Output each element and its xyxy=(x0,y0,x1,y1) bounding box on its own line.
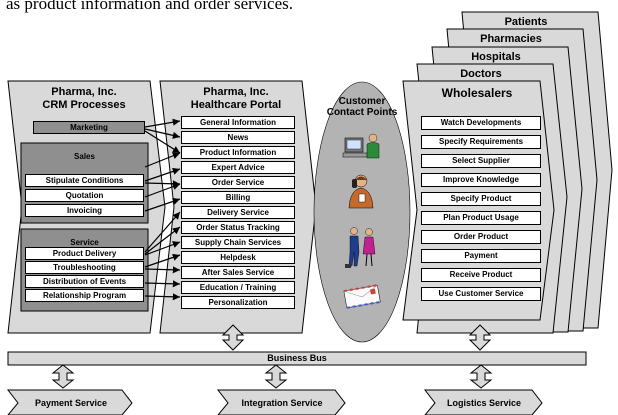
portal-item-education-training: Education / Training xyxy=(181,281,295,294)
wholesaler-item-receive-product: Receive Product xyxy=(421,268,541,282)
computer-user-icon xyxy=(342,133,380,159)
sales-item-stipulate-conditions: Stipulate Conditions xyxy=(25,174,144,187)
portal-item-order-service: Order Service xyxy=(181,176,295,189)
connector-arrows xyxy=(144,118,181,301)
portal-item-delivery-service: Delivery Service xyxy=(181,206,295,219)
logistics-service-shape xyxy=(423,389,543,415)
service-label: Service xyxy=(70,238,99,247)
service-item-product-delivery: Product Delivery xyxy=(25,247,144,260)
portal-bus-double-arrow xyxy=(221,324,245,351)
logistics-bus-double-arrow xyxy=(469,364,493,389)
telephone-person-icon xyxy=(348,174,374,209)
sales-item-invoicing: Invoicing xyxy=(25,204,144,217)
portal-item-personalization: Personalization xyxy=(181,296,295,309)
crm-title-line1: Pharma, Inc. xyxy=(51,86,117,98)
portal-item-product-information: Product Information xyxy=(181,146,295,159)
portal-title: Pharma, Inc. Healthcare Portal xyxy=(170,86,302,112)
wholesaler-item-specify-requirements: Specify Requirements xyxy=(421,135,541,149)
portal-item-general-information: General Information xyxy=(181,116,295,129)
wholesaler-item-use-customer-service: Use Customer Service xyxy=(421,287,541,301)
wholesalers-bus-double-arrow xyxy=(468,324,492,351)
contact-points-ellipse xyxy=(313,81,411,343)
portal-title-line1: Pharma, Inc. xyxy=(203,86,269,98)
service-item-relationship-program: Relationship Program xyxy=(25,289,144,302)
integration-service-shape xyxy=(216,389,346,415)
wholesaler-item-improve-knowledge: Improve Knowledge xyxy=(421,173,541,187)
contact-title-line2: Contact Points xyxy=(326,107,398,118)
crm-title: Pharma, Inc. CRM Processes xyxy=(18,86,150,112)
tab-pharmacies: Pharmacies xyxy=(480,33,542,45)
service-item-troubleshooting: Troubleshooting xyxy=(25,261,144,274)
logistics-service-label: Logistics Service xyxy=(446,398,522,408)
business-bus-label: Business Bus xyxy=(267,353,327,363)
contact-title-line1: Customer xyxy=(338,96,386,107)
wholesalers-title: Wholesalers xyxy=(441,86,513,100)
payment-service-label: Payment Service xyxy=(34,398,108,408)
portal-item-billing: Billing xyxy=(181,191,295,204)
wholesaler-item-select-supplier: Select Supplier xyxy=(421,154,541,168)
tab-patients: Patients xyxy=(504,16,548,28)
caption-text: as product information and order service… xyxy=(6,0,294,13)
portal-item-supply-chain-services: Supply Chain Services xyxy=(181,236,295,249)
service-item-distribution-of-events: Distribution of Events xyxy=(25,275,144,288)
tab-hospitals: Hospitals xyxy=(471,51,521,63)
wholesaler-item-order-product: Order Product xyxy=(421,230,541,244)
portal-title-line2: Healthcare Portal xyxy=(190,99,282,111)
portal-item-news: News xyxy=(181,131,295,144)
payment-bus-double-arrow xyxy=(51,364,75,389)
meeting-people-icon xyxy=(345,227,376,268)
sales-item-quotation: Quotation xyxy=(25,189,144,202)
tab-doctors: Doctors xyxy=(460,68,502,80)
contact-points-title: Customer Contact Points xyxy=(318,96,406,118)
sales-label: Sales xyxy=(74,152,95,161)
wholesaler-item-payment: Payment xyxy=(421,249,541,263)
integration-service-label: Integration Service xyxy=(241,398,323,408)
portal-item-order-status-tracking: Order Status Tracking xyxy=(181,221,295,234)
business-bus xyxy=(7,351,587,366)
crm-title-line2: CRM Processes xyxy=(42,99,126,111)
portal-item-helpdesk: Helpdesk xyxy=(181,251,295,264)
payment-service-shape xyxy=(6,389,133,415)
portal-item-after-sales-service: After Sales Service xyxy=(181,266,295,279)
wholesaler-item-plan-product-usage: Plan Product Usage xyxy=(421,211,541,225)
wholesaler-item-specify-product: Specify Product xyxy=(421,192,541,206)
mail-envelope-icon xyxy=(343,284,381,309)
portal-item-expert-advice: Expert Advice xyxy=(181,161,295,174)
integration-bus-double-arrow xyxy=(264,364,288,389)
wholesaler-item-watch-developments: Watch Developments xyxy=(421,116,541,130)
marketing-bar: Marketing xyxy=(33,121,145,134)
